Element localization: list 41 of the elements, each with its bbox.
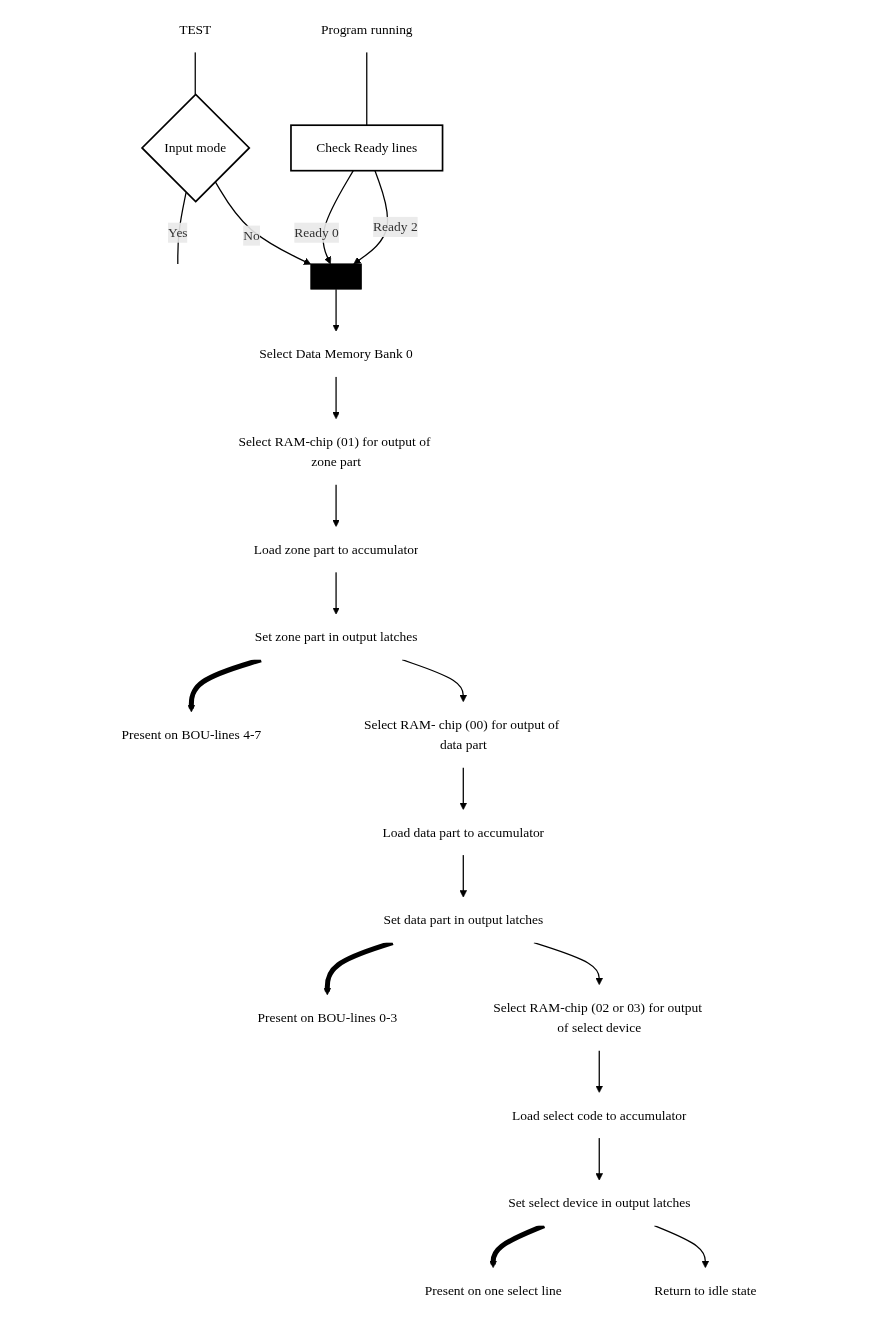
edge-label: No	[243, 228, 260, 243]
node-text: Return to idle state	[654, 1282, 757, 1298]
node-text: Select Data Memory Bank 0	[259, 346, 413, 361]
arrow	[489, 1223, 546, 1269]
arrow	[323, 940, 394, 996]
edge-label: Ready 0	[294, 225, 339, 240]
arrow	[459, 766, 467, 810]
node-text: Present on one select line	[424, 1282, 562, 1298]
arrow	[332, 288, 340, 332]
node-text: Present on BOU-lines 0-3	[257, 1010, 398, 1025]
node-text: Set zone part in output latches	[254, 629, 418, 644]
arrow	[459, 854, 467, 898]
node-diamond: Input mode	[140, 93, 251, 203]
arrow	[595, 1049, 603, 1093]
arrow	[332, 376, 340, 420]
node-text: Set select device in output latches	[508, 1195, 691, 1210]
node-text: Present on BOU-lines 4-7	[121, 727, 262, 742]
node-text: Load select code to accumulator	[512, 1107, 687, 1123]
connector	[194, 51, 196, 95]
node-text: Select RAM-chip (01) for output of zone part	[238, 434, 431, 469]
arrow	[533, 942, 603, 986]
node-bar	[310, 263, 362, 290]
arrow	[214, 181, 312, 265]
node-text: Program running	[320, 21, 413, 37]
connector	[177, 191, 187, 265]
node-box: Check Ready lines	[290, 124, 444, 172]
edge-label: Yes	[168, 225, 188, 240]
arrow	[595, 1137, 603, 1181]
node-text: TEST	[179, 21, 212, 37]
arrow	[332, 571, 340, 615]
edge-label: Ready 2	[373, 219, 418, 234]
node-text: Set data part in output latches	[383, 912, 544, 927]
node-text: Select RAM- chip (00) for output of data part	[363, 716, 560, 752]
node-text: Load zone part to accumulator	[253, 541, 419, 557]
connector	[366, 51, 368, 126]
arrow	[653, 1225, 710, 1269]
node-text: Select RAM-chip (02 or 03) for output of select device	[493, 999, 702, 1035]
arrow	[332, 483, 340, 527]
arrow	[401, 659, 467, 703]
arrow	[187, 657, 262, 713]
node-text: Load data part to accumulator	[382, 824, 545, 840]
